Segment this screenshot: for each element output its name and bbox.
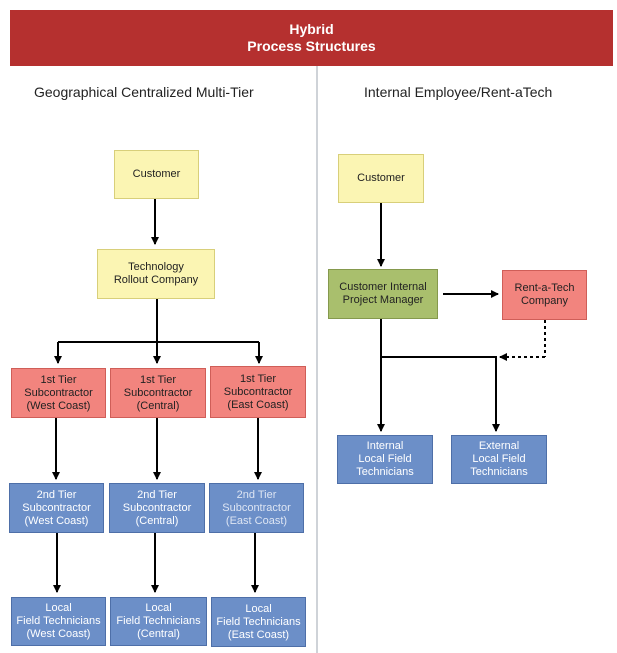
external-tech-line1: External [478, 440, 520, 452]
right-customer-label: Customer [357, 172, 405, 184]
column-divider [316, 66, 318, 653]
internal-pm-line2: Project Manager [342, 294, 424, 306]
tier2-east-line1: 2nd Tier [236, 488, 277, 501]
tier1-central-line3: (Central) [136, 399, 180, 412]
local-central-box: Local Field Technicians (Central) [110, 597, 207, 646]
tier2-central-box: 2nd Tier Subcontractor (Central) [109, 483, 205, 533]
tier2-west-box: 2nd Tier Subcontractor (West Coast) [9, 483, 104, 533]
header-title-line2: Process Structures [247, 38, 376, 54]
local-west-line1: Local [45, 602, 72, 614]
tier1-east-box: 1st Tier Subcontractor (East Coast) [210, 366, 306, 418]
rollout-line1: Technology [128, 261, 184, 273]
internal-tech-line1: Internal [366, 440, 404, 452]
tier1-central-line2: Subcontractor [123, 386, 193, 399]
right-customer-box: Customer [338, 154, 424, 203]
tier1-west-line1: 1st Tier [40, 373, 77, 386]
tier1-central-line1: 1st Tier [139, 373, 177, 386]
local-central-line2: Field Technicians [116, 615, 201, 627]
tier1-west-line3: (West Coast) [26, 399, 91, 412]
internal-tech-line2: Local Field [358, 453, 412, 465]
local-west-box: Local Field Technicians (West Coast) [11, 597, 106, 646]
tier2-central-line1: 2nd Tier [137, 488, 177, 501]
local-west-line3: (West Coast) [26, 628, 91, 640]
tier2-central-line2: Subcontractor [122, 501, 192, 514]
rollout-line2: Rollout Company [113, 274, 199, 286]
external-tech-line3: Technicians [470, 466, 528, 478]
internal-tech-line3: Technicians [356, 466, 414, 478]
local-east-line3: (East Coast) [227, 628, 290, 641]
tier2-central-line3: (Central) [135, 514, 179, 527]
external-tech-line2: Local Field [472, 453, 526, 465]
renttech-line2: Company [520, 295, 569, 307]
local-central-line1: Local [145, 602, 172, 614]
local-east-box: Local Field Technicians (East Coast) [211, 597, 306, 647]
tier1-central-box: 1st Tier Subcontractor (Central) [110, 368, 206, 418]
right-column-title: Internal Employee/Rent-aTech [364, 84, 553, 100]
tier2-east-box: 2nd Tier Subcontractor (East Coast) [209, 483, 304, 533]
left-customer-label: Customer [132, 168, 181, 180]
tier1-west-line2: Subcontractor [24, 386, 93, 399]
left-customer-box: Customer [114, 150, 199, 199]
tier1-east-line1: 1st Tier [239, 372, 277, 385]
tier1-west-box: 1st Tier Subcontractor (West Coast) [11, 368, 106, 418]
left-column-title: Geographical Centralized Multi-Tier [34, 84, 254, 100]
renttech-box: Rent-a-Tech Company [502, 270, 587, 320]
tier1-east-line3: (East Coast) [227, 398, 289, 411]
tier2-east-line2: Subcontractor [222, 501, 291, 514]
header-banner: Hybrid Process Structures [10, 10, 613, 66]
header-title-line1: Hybrid [289, 21, 334, 37]
local-east-line1: Local [245, 602, 272, 615]
tier2-west-line3: (West Coast) [24, 514, 89, 527]
external-technicians-box: External Local Field Technicians [451, 435, 547, 484]
local-east-line2: Field Technicians [216, 615, 301, 628]
internal-pm-box: Customer Internal Project Manager [328, 269, 438, 319]
internal-pm-line1: Customer Internal [339, 281, 427, 293]
renttech-line1: Rent-a-Tech [514, 282, 575, 294]
local-west-line2: Field Technicians [16, 615, 101, 627]
tier2-east-line3: (East Coast) [225, 514, 288, 527]
tier1-east-line2: Subcontractor [223, 385, 293, 398]
tier2-west-line1: 2nd Tier [36, 488, 77, 501]
tier2-west-line2: Subcontractor [22, 501, 91, 514]
local-central-line3: (Central) [137, 628, 180, 640]
rollout-company-box: Technology Rollout Company [97, 249, 215, 299]
internal-technicians-box: Internal Local Field Technicians [337, 435, 433, 484]
